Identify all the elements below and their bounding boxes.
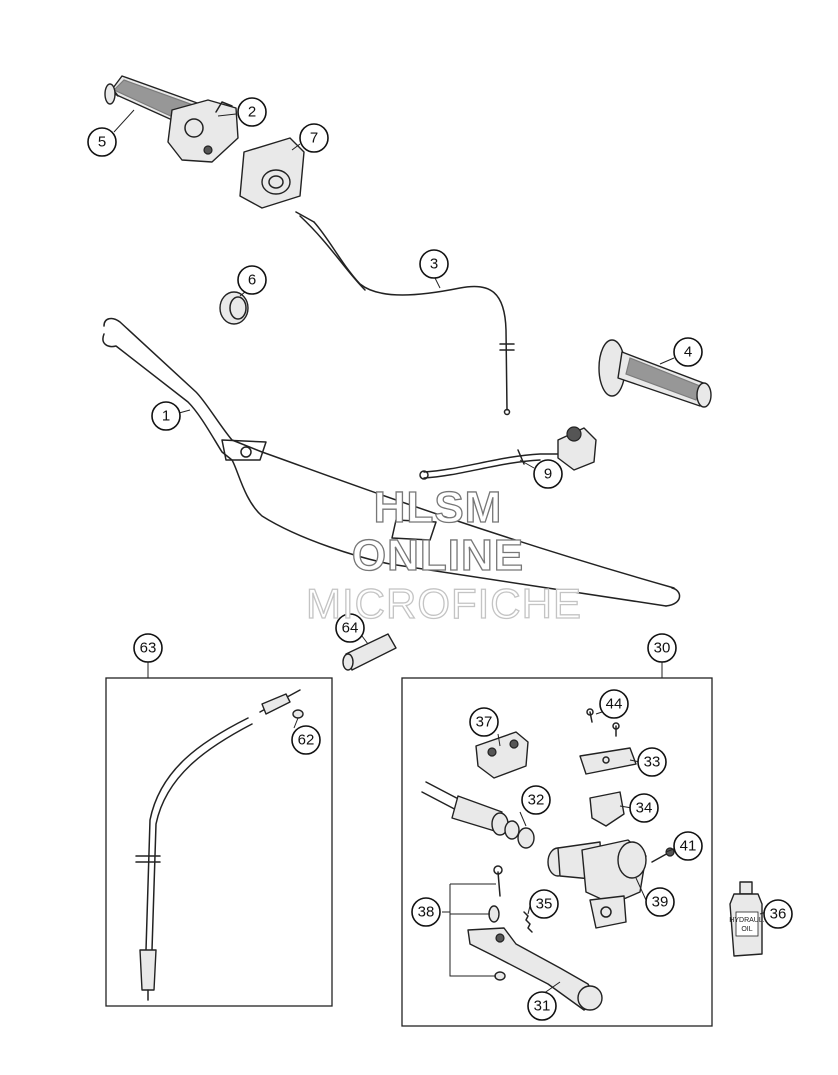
callout-1: 1: [151, 401, 181, 431]
callout-39-label: 39: [652, 894, 669, 911]
clutch-master-group-frame: [401, 677, 713, 1027]
diaphragm-part: [589, 791, 625, 827]
callout-44-label: 44: [606, 696, 623, 713]
callout-34: 34: [629, 793, 659, 823]
screws-part: [586, 708, 620, 737]
callout-33-label: 33: [644, 754, 661, 771]
callout-35: 35: [529, 889, 559, 919]
callout-31-label: 31: [534, 998, 551, 1015]
callout-7-label: 7: [310, 130, 318, 147]
callout-3: 3: [419, 249, 449, 279]
bottle-label-line2: OIL: [741, 926, 752, 933]
callout-32: 32: [521, 785, 551, 815]
callout-6-label: 6: [248, 272, 256, 289]
reservoir-cover-part: [579, 747, 637, 775]
left-grip-part: [598, 339, 712, 408]
callout-30: 30: [647, 633, 677, 663]
callout-62: 62: [291, 725, 321, 755]
callout-64: 64: [335, 613, 365, 643]
throttle-housing-part: [167, 99, 239, 163]
throttle-cover-part: [239, 137, 305, 209]
grip-pad-part: [342, 633, 397, 671]
ring-part: [219, 291, 249, 325]
callout-38: 38: [411, 897, 441, 927]
watermark-line1: HLSM: [374, 483, 503, 532]
callout-3-label: 3: [430, 256, 438, 273]
callout-44: 44: [599, 689, 629, 719]
callout-5-label: 5: [98, 134, 106, 151]
callout-33: 33: [637, 747, 667, 777]
callout-32-label: 32: [528, 792, 545, 809]
kill-switch-part: [419, 426, 597, 480]
handlebar-part: [102, 317, 681, 607]
callout-36: 36: [763, 899, 793, 929]
callout-62-label: 62: [298, 732, 315, 749]
callout-30-label: 30: [654, 640, 671, 657]
callout-7: 7: [299, 123, 329, 153]
spring-part: [523, 911, 533, 933]
callout-34-label: 34: [636, 800, 653, 817]
watermark-line2: ONLINE: [352, 531, 524, 580]
callout-41: 41: [673, 831, 703, 861]
callout-4-label: 4: [684, 344, 692, 361]
callout-5: 5: [87, 127, 117, 157]
callout-6: 6: [237, 265, 267, 295]
callout-4: 4: [673, 337, 703, 367]
callout-37-label: 37: [476, 714, 493, 731]
watermark-line3: MICROFICHE: [306, 580, 582, 627]
callout-35-label: 35: [536, 896, 553, 913]
oil-bottle-part: HYDRAUL. OIL: [729, 881, 765, 957]
watermark: HLSM ONLINE MICROFICHE: [305, 482, 582, 627]
callout-41-label: 41: [680, 838, 697, 855]
callout-36-label: 36: [770, 906, 787, 923]
pivot-bolt-part: [449, 865, 506, 981]
callout-63-label: 63: [140, 640, 157, 657]
clutch-cable-group-frame: [105, 677, 333, 1007]
clutch-cable-part: [135, 689, 301, 1001]
callout-9-label: 9: [544, 466, 552, 483]
callout-9: 9: [533, 459, 563, 489]
callout-39: 39: [645, 887, 675, 917]
callout-1-label: 1: [162, 408, 170, 425]
callout-2: 2: [237, 97, 267, 127]
clamp-part: [475, 731, 529, 779]
callout-2-label: 2: [248, 104, 256, 121]
clutch-lever-part: [467, 927, 603, 1011]
piston-part: [421, 781, 535, 849]
callout-37: 37: [469, 707, 499, 737]
callout-64-label: 64: [342, 620, 359, 637]
master-cylinder-part: [547, 839, 647, 929]
bottle-label-line1: HYDRAUL.: [729, 917, 764, 924]
cable-nut-part: [292, 709, 304, 719]
callout-38-label: 38: [418, 904, 435, 921]
callout-31: 31: [527, 991, 557, 1021]
callout-63: 63: [133, 633, 163, 663]
throttle-cable-part: [295, 211, 515, 416]
